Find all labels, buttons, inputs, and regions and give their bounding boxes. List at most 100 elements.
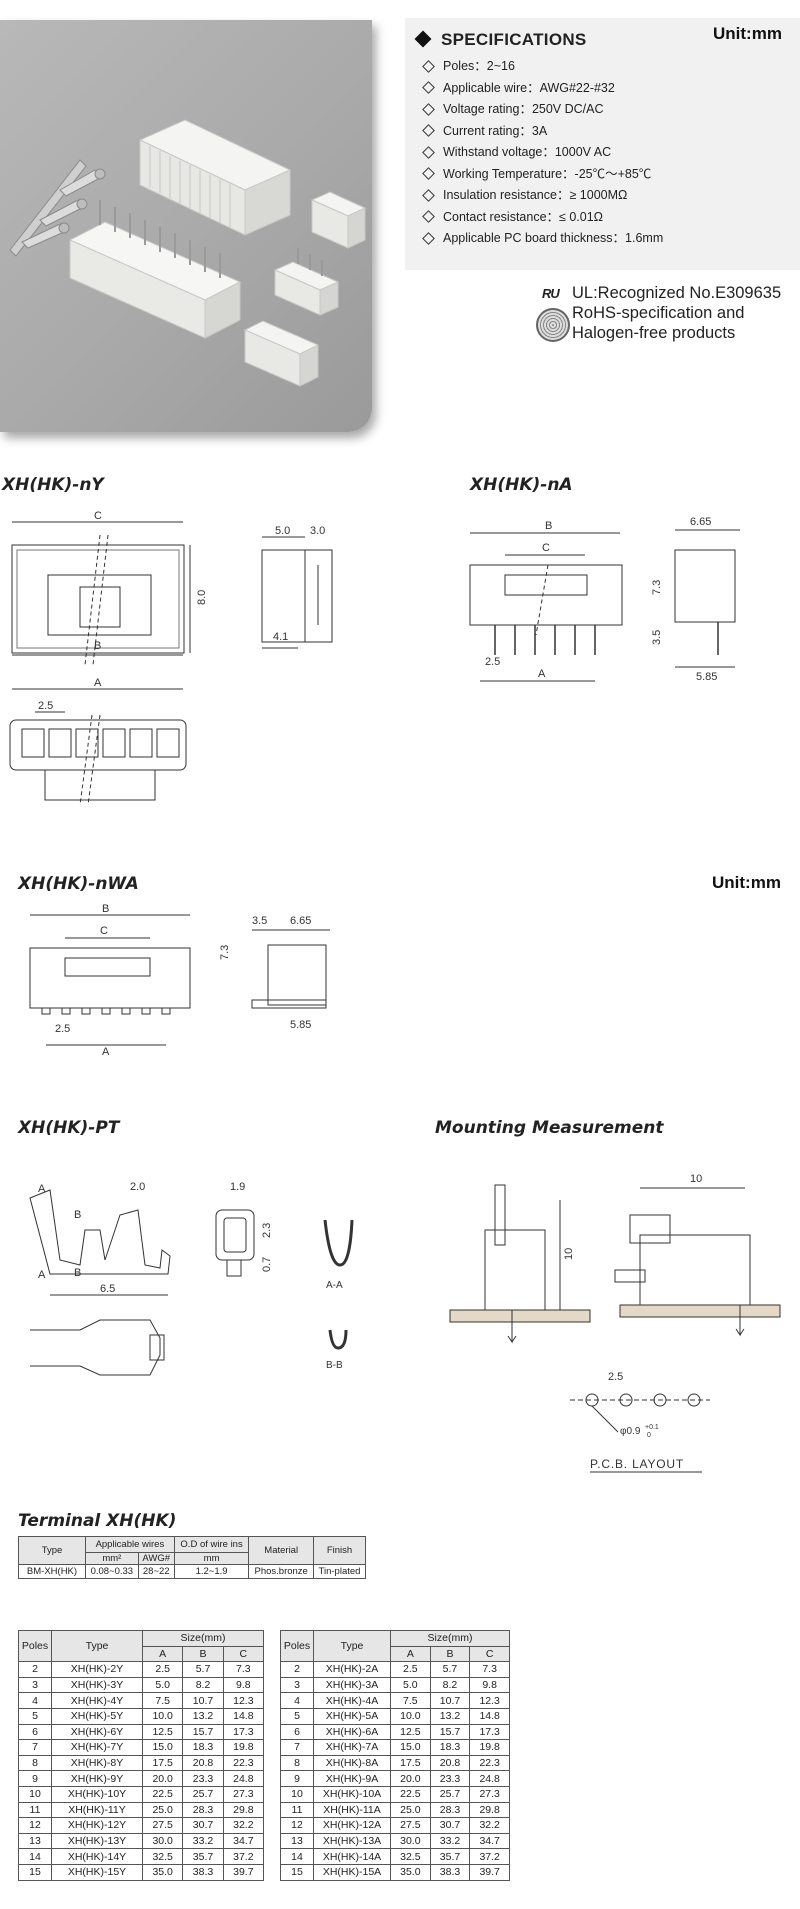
table-cell: 12 — [280, 1817, 314, 1834]
table-cell: 19.8 — [222, 1739, 265, 1756]
table-cell: XH(HK)-14A — [313, 1848, 391, 1865]
table-cell: XH(HK)-13Y — [51, 1832, 143, 1850]
table-cell: XH(HK)-8A — [313, 1754, 391, 1772]
table-cell: 2 — [280, 1661, 314, 1678]
product-photo — [0, 20, 372, 432]
table-cell: 33.2 — [182, 1832, 224, 1850]
table-cell: XH(HK)-6A — [313, 1723, 391, 1741]
table-cell: 25.0 — [390, 1801, 431, 1819]
table-cell: XH(HK)-5A — [313, 1707, 391, 1725]
table-cell: XH(HK)-4Y — [51, 1692, 143, 1709]
header-type: Type — [313, 1629, 391, 1663]
table-cell: 27.3 — [222, 1785, 265, 1803]
table-cell: 12.3 — [222, 1692, 265, 1709]
dim-label-width: 5.85 — [290, 1019, 311, 1031]
spec-item: Withstand voltage：1000V AC — [421, 142, 663, 164]
table-cell: 15.0 — [390, 1739, 431, 1756]
table-cell: 24.8 — [222, 1770, 265, 1787]
housing-side-outline — [261, 549, 333, 643]
table-cell: 22.3 — [469, 1754, 510, 1772]
table-cell: 32.5 — [390, 1848, 431, 1865]
header-side-outline — [674, 549, 736, 623]
table-cell: 5.7 — [429, 1661, 471, 1678]
dim-label-b: B — [102, 903, 109, 915]
table-cell: 20.0 — [141, 1770, 184, 1787]
subheader-c: C — [222, 1645, 265, 1663]
table-cell: 5.7 — [182, 1661, 224, 1678]
table-cell: 33.2 — [429, 1832, 471, 1850]
dim-label-b: B — [545, 520, 552, 532]
drawing-na: B C 2.5 A 6.65 7.3 3.5 5.85 — [469, 516, 740, 683]
table-cell: 13 — [18, 1832, 52, 1850]
header-mated — [639, 1234, 751, 1306]
table-cell: Phos.bronze — [248, 1564, 314, 1579]
section-bb-shape — [328, 1329, 348, 1350]
dim-label-hole-tol-down: 0 — [647, 1432, 651, 1439]
housing-inner-outline — [16, 549, 180, 649]
terminal-table-title: Terminal XH(HK) — [18, 1511, 177, 1531]
table-cell: 35.0 — [390, 1863, 431, 1881]
table-cell: 12 — [18, 1817, 52, 1834]
break-line — [79, 714, 93, 805]
table-cell: XH(HK)-7Y — [51, 1739, 143, 1756]
table-cell: XH(HK)-11Y — [51, 1801, 143, 1819]
table-cell: XH(HK)-8Y — [51, 1754, 143, 1772]
table-cell: 22.3 — [222, 1754, 265, 1772]
table-cell: 7.5 — [141, 1692, 184, 1709]
terminal-strip-image — [9, 159, 106, 257]
subheader-b: B — [429, 1645, 471, 1663]
table-cell: Tin-plated — [313, 1564, 366, 1579]
break-line — [87, 714, 101, 805]
diamond-bullet-icon — [422, 231, 435, 245]
dim-label-height: 8.0 — [196, 590, 208, 605]
table-cell: 38.3 — [429, 1863, 471, 1881]
dim-label-depth: 6.65 — [290, 915, 311, 927]
pin-arrow — [507, 1310, 517, 1344]
pin-arrow — [735, 1305, 745, 1337]
housing-image-small — [310, 191, 367, 249]
table-cell: 30.7 — [429, 1817, 471, 1834]
table-cell: 2 — [18, 1661, 52, 1678]
table-header-row: Type Applicable wires O.D of wire ins Ma… — [18, 1536, 366, 1565]
table-cell: 20.8 — [429, 1754, 471, 1772]
header-type: Type — [18, 1536, 86, 1565]
terminal-top-outline — [30, 1319, 161, 1376]
side-detail — [304, 550, 319, 642]
table-cell: 5.0 — [141, 1676, 184, 1694]
table-cell: 34.7 — [222, 1832, 265, 1850]
table-cell: 27.3 — [469, 1785, 510, 1803]
table-cell: 2.5 — [390, 1661, 431, 1678]
header-image-large — [68, 200, 242, 339]
header-image-small-1 — [273, 248, 340, 316]
table-cell: 7.3 — [222, 1661, 265, 1678]
dim-label-pitch: 2.5 — [55, 1023, 70, 1035]
table-cell: 37.2 — [469, 1848, 510, 1865]
table-cell: 39.7 — [222, 1863, 265, 1881]
subheader-mm2: mm² — [85, 1552, 139, 1565]
drawing-ny: C 8.0 B 5.0 3.0 4.1 A 2.5 — [9, 510, 333, 805]
table-cell: 18.3 — [429, 1739, 471, 1756]
table-cell: 7 — [18, 1739, 52, 1756]
housing-front-outline — [11, 544, 185, 654]
rohs-line-2: Halogen-free products — [572, 324, 736, 342]
table-cell: 11 — [18, 1801, 52, 1819]
dim-label-pitch: 2.5 — [485, 656, 500, 668]
diamond-bullet-icon — [422, 188, 435, 202]
pcb-section-right — [619, 1304, 781, 1318]
spec-item: Applicable PC board thickness：1.6mm — [421, 228, 663, 250]
header-poles: Poles — [18, 1629, 52, 1663]
